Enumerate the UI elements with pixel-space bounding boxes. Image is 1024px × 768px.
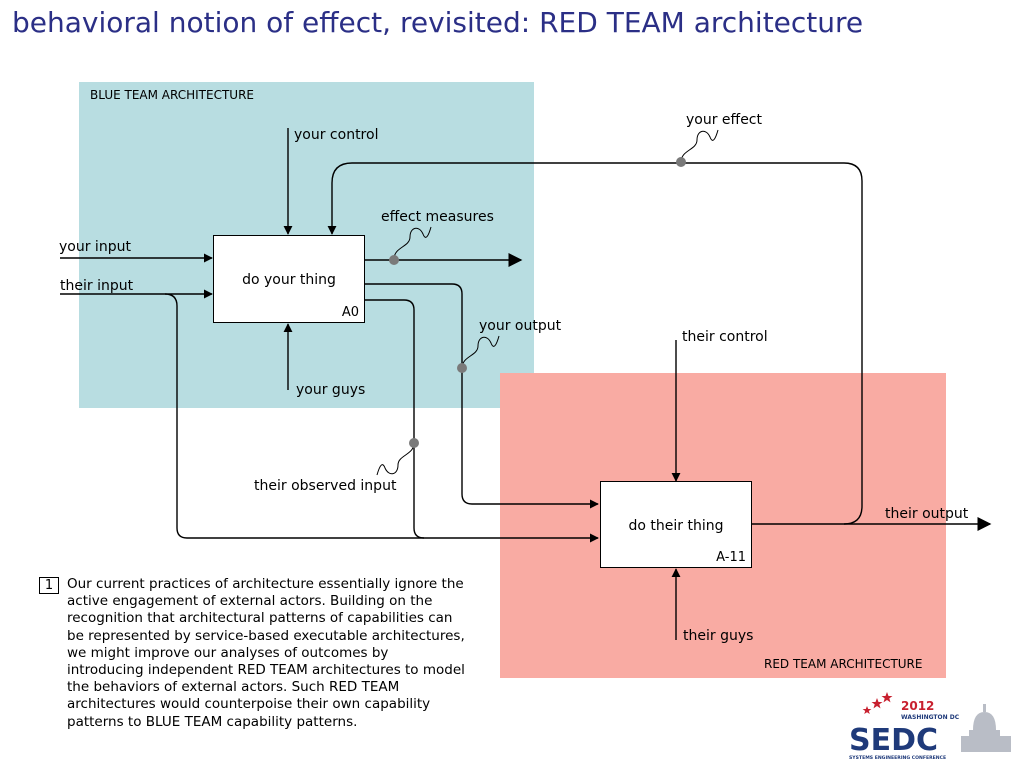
their-control-label: their control: [682, 329, 768, 345]
your-control-label: your control: [294, 127, 379, 143]
effect-measures-dot: [389, 255, 399, 265]
do-their-thing-box: do their thing A-11: [600, 481, 752, 568]
footnote-text: Our current practices of architecture es…: [67, 576, 465, 730]
logo-acronym: SEDC: [849, 723, 938, 758]
effect-measures-label: effect measures: [381, 209, 494, 225]
your-output-leader: [461, 335, 500, 369]
node-a11-label: A-11: [716, 550, 746, 565]
red-team-label: RED TEAM ARCHITECTURE: [764, 657, 923, 671]
do-your-thing-box: do your thing A0: [213, 235, 365, 323]
their-observed-input-line: [365, 299, 425, 539]
your-effect-label: your effect: [686, 112, 762, 128]
blue-team-label: BLUE TEAM ARCHITECTURE: [90, 88, 255, 102]
your-effect-leader: [680, 129, 719, 163]
capitol-dome-icon: [961, 704, 1011, 752]
their-input-branch: [164, 293, 599, 543]
your-output-dot: [457, 363, 467, 373]
footnote-number: 1: [39, 577, 59, 594]
their-observed-input-label: their observed input: [254, 478, 397, 494]
logo-city: WASHINGTON DC: [901, 714, 960, 721]
logo-tagline: SYSTEMS ENGINEERING CONFERENCE: [849, 755, 946, 761]
their-input-label: their input: [60, 278, 134, 294]
their-observed-input-leader: [376, 442, 415, 476]
your-output-line: [365, 283, 599, 509]
do-their-thing-label: do their thing: [628, 518, 724, 534]
stars-icon: [862, 692, 893, 714]
slide-title: behavioral notion of effect, revisited: …: [12, 6, 864, 39]
sedc-conference-logo: 2012 WASHINGTON DC SEDC SYSTEMS ENGINEER…: [849, 692, 1011, 761]
effect-measures-leader: [393, 226, 432, 260]
your-input-label: your input: [59, 239, 131, 255]
do-your-thing-label: do your thing: [242, 272, 336, 288]
your-effect-loop: [327, 162, 863, 525]
your-guys-label: your guys: [296, 382, 366, 398]
logo-year: 2012: [901, 699, 934, 713]
their-output-label: their output: [885, 506, 969, 522]
node-a0-label: A0: [341, 305, 359, 320]
your-output-label: your output: [479, 318, 562, 334]
your-effect-dot: [676, 157, 686, 167]
their-guys-label: their guys: [683, 628, 754, 644]
their-observed-input-dot: [409, 438, 419, 448]
